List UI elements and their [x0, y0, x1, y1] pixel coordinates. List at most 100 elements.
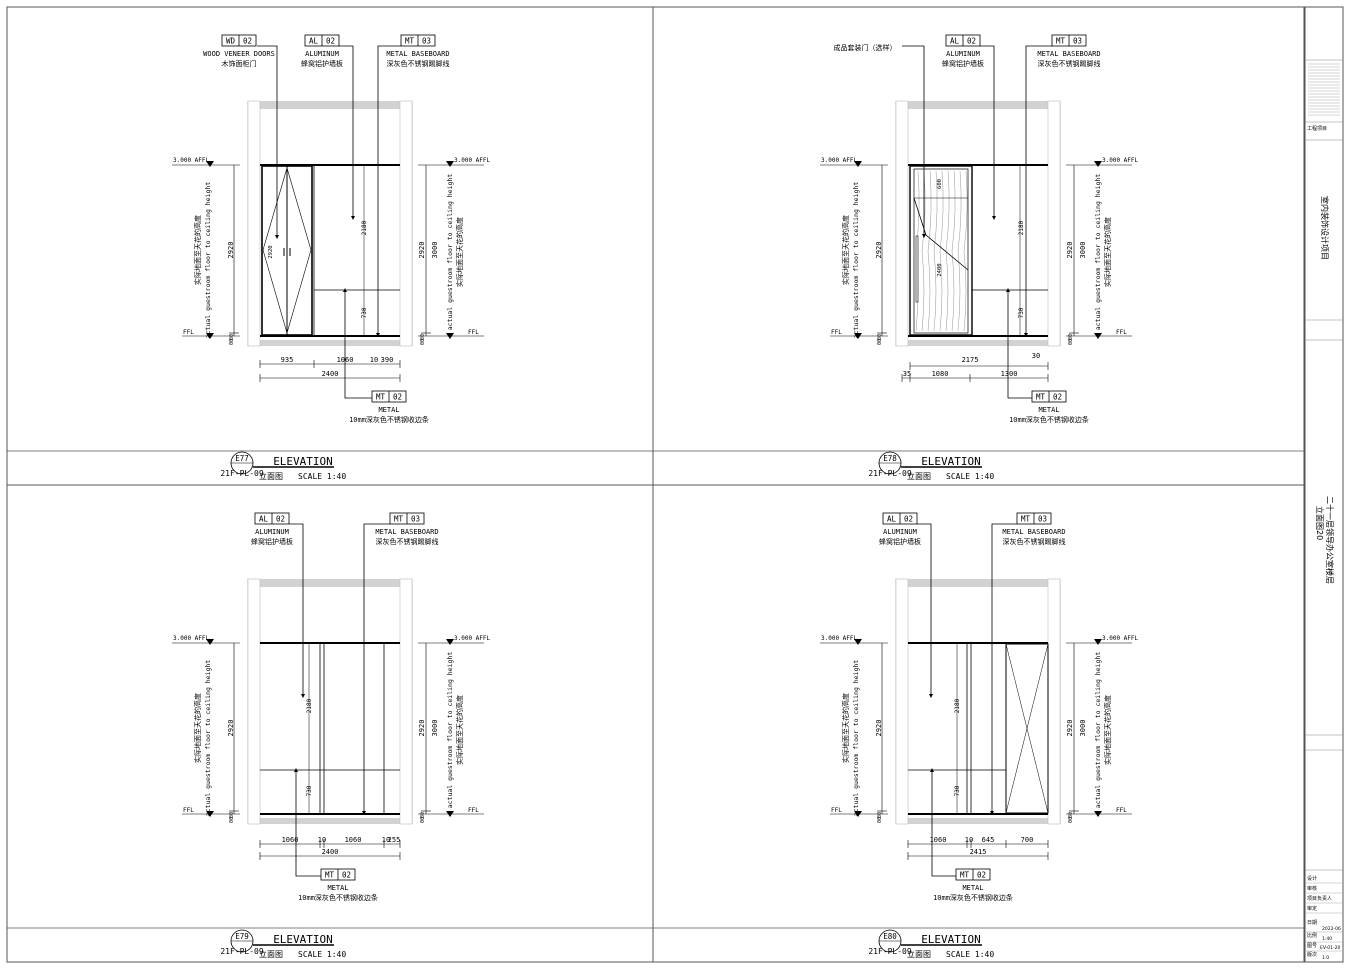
tag-cn: 深灰色不锈钢踢脚线: [1003, 537, 1066, 546]
dim-00-left: 00: [877, 817, 883, 823]
height-note-cn-left: 实际地面至天花的高度: [841, 693, 850, 763]
dim-2175: 2175: [962, 356, 979, 364]
tag-cn: 木饰面柜门: [222, 59, 257, 68]
tag-en: METAL: [1038, 406, 1059, 414]
tag-code: MT: [1056, 37, 1066, 46]
ceiling-slab: [896, 101, 1060, 109]
level-affl-right: 3.000 AFFL: [1102, 635, 1139, 642]
ceiling-slab: [248, 579, 412, 587]
cabinet-panel: [1005, 643, 1049, 814]
dim-2920-right: 2920: [1066, 242, 1074, 259]
tag-en: METAL: [962, 884, 983, 892]
tag-cn: 10mm深灰色不锈钢收边条: [1009, 415, 1089, 424]
dim-3000-right: 3000: [431, 242, 439, 259]
dim-00-right: 00: [420, 817, 426, 823]
wood-grain-texture: [915, 170, 968, 332]
dim-door-height: 2920: [268, 245, 274, 258]
tag-code: MT: [325, 871, 335, 880]
level-affl-left: 3.000 AFFL: [821, 635, 858, 642]
level-ffl-left: FFL: [183, 807, 194, 814]
dim-door-h: 2400: [937, 263, 943, 276]
tag-en: METAL: [327, 884, 348, 892]
level-affl-left: 3.000 AFFL: [821, 157, 858, 164]
height-note-en-right: actual guestroom floor to ceiling height: [1094, 174, 1102, 331]
tag-num: 03: [422, 37, 431, 46]
date-label: 日期: [1307, 920, 1317, 926]
elevation-heading: ELEVATION: [273, 933, 333, 946]
version-label: 版次: [1307, 951, 1317, 958]
dim-2180: 2180: [1018, 220, 1025, 235]
tag-num: 02: [904, 515, 913, 524]
project-name: 室内装饰设计项目: [1320, 196, 1330, 260]
dim-80-right: 80: [1068, 812, 1074, 818]
ceiling-slab: [248, 101, 412, 109]
tag-num: 03: [1038, 515, 1047, 524]
dim-2920-right: 2920: [418, 720, 426, 737]
staff-row-label: 审核: [1307, 885, 1317, 892]
tag-code: MT: [1036, 393, 1046, 402]
dim-10: 10: [370, 356, 378, 364]
level-ffl-right: FFL: [1116, 807, 1127, 814]
dim-2920-left: 2920: [227, 720, 235, 737]
height-note-en-left: actual guestroom floor to ceiling height: [204, 660, 212, 817]
dim-700: 700: [1021, 836, 1034, 844]
tag-cn: 蜂窝铝护墙板: [301, 59, 343, 68]
dim-door-top: 600: [937, 179, 943, 189]
suite-door-leaf: [913, 168, 969, 334]
elevation-ref: 21F-PL-09: [868, 469, 912, 478]
date-value: 2022-06: [1322, 926, 1341, 932]
level-ffl-right: FFL: [468, 329, 479, 336]
dim-935: 935: [281, 356, 294, 364]
elevation-heading: ELEVATION: [273, 455, 333, 468]
height-note-en-right: actual guestroom floor to ceiling height: [446, 174, 454, 331]
dim-1300: 1300: [1001, 370, 1018, 378]
level-ffl-left: FFL: [183, 329, 194, 336]
elevation-heading: ELEVATION: [921, 933, 981, 946]
height-note-en-left: actual guestroom floor to ceiling height: [204, 182, 212, 339]
staff-row-label: 审定: [1307, 905, 1317, 912]
dim-00-right: 00: [420, 339, 426, 345]
height-note-cn-left: 实际地面至天花的高度: [193, 693, 202, 763]
notes-block: [1308, 63, 1340, 116]
dim-390: 390: [381, 356, 394, 364]
project-label: 工程项目: [1307, 125, 1327, 132]
width-dimensions: [907, 840, 1049, 848]
elevation-heading: ELEVATION: [921, 455, 981, 468]
level-ffl-left: FFL: [831, 329, 842, 336]
elevation-scale: SCALE 1:40: [298, 472, 346, 481]
dim-645: 645: [982, 836, 995, 844]
tag-cn: 深灰色不锈钢踢脚线: [387, 59, 450, 68]
tag-en: ALUMINUM: [305, 50, 339, 58]
dim-00-left: 00: [229, 817, 235, 823]
dim-2920-left: 2920: [875, 242, 883, 259]
floor-slab: [248, 340, 412, 346]
dim-total: 2415: [970, 848, 987, 856]
tag-cn: 蜂窝铝护墙板: [942, 59, 984, 68]
level-affl-right: 3.000 AFFL: [454, 157, 491, 164]
dim-00-left: 00: [229, 339, 235, 345]
tag-cn: 深灰色不锈钢踢脚线: [1038, 59, 1101, 68]
height-note-en-left: actual guestroom floor to ceiling height: [852, 660, 860, 817]
tag-cn: 蜂窝铝护墙板: [879, 537, 921, 546]
dim-2920-right: 2920: [418, 242, 426, 259]
dim-730: 730: [306, 785, 313, 796]
elevation-ref: 21F-PL-09: [220, 947, 264, 956]
tag-cn: 蜂窝铝护墙板: [251, 537, 293, 546]
level-affl-right: 3.000 AFFL: [1102, 157, 1139, 164]
width-dimensions: [259, 840, 401, 848]
tag-en: ALUMINUM: [946, 50, 980, 58]
tag-code: AL: [259, 515, 269, 524]
height-note-en-right: actual guestroom floor to ceiling height: [1094, 652, 1102, 809]
tag-code: MT: [1021, 515, 1031, 524]
height-note-en-left: actual guestroom floor to ceiling height: [852, 182, 860, 339]
dim-80-left: 80: [877, 812, 883, 818]
